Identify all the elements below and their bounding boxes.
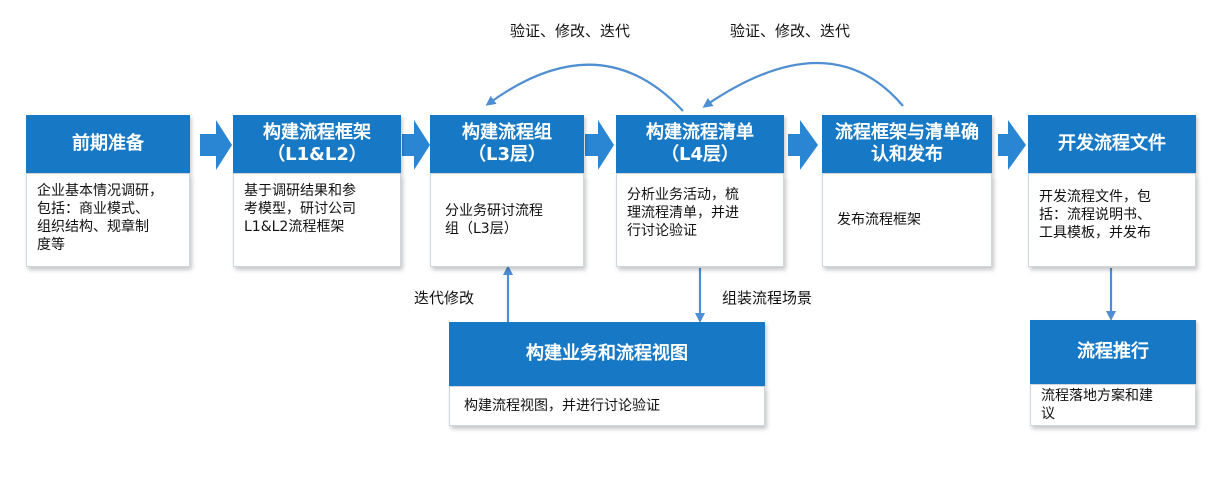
business-process-view-card: 构建业务和流程视图 构建流程视图，并进行讨论验证 bbox=[449, 322, 765, 426]
flow-arrow-5 bbox=[998, 120, 1026, 170]
view-description: 构建流程视图，并进行讨论验证 bbox=[449, 386, 765, 426]
rollout-title: 流程推行 bbox=[1030, 320, 1196, 384]
stage-card-framework: 构建流程框架 （L1&L2） 基于调研结果和参 考模型，研讨公司 L1&L2流程… bbox=[233, 115, 401, 267]
iterate-label: 迭代修改 bbox=[414, 289, 475, 307]
stage-title: 开发流程文件 bbox=[1028, 115, 1196, 173]
stage-card-confirm-publish: 流程框架与清单确 认和发布 发布流程框架 bbox=[822, 115, 992, 267]
stage-description: 分业务研讨流程 组（L3层） bbox=[430, 173, 584, 267]
stage-description: 开发流程文件，包 括：流程说明书、 工具模板，并发布 bbox=[1028, 173, 1196, 267]
stage-description: 企业基本情况调研， 包括：商业模式、 组织结构、规章制 度等 bbox=[26, 173, 190, 267]
flow-arrow-1 bbox=[200, 120, 232, 170]
flow-arrow-3 bbox=[585, 120, 614, 170]
flow-arrow-4 bbox=[788, 120, 818, 170]
stage-card-process-list: 构建流程清单 （L4层） 分析业务活动，梳 理流程清单，并进 行讨论验证 bbox=[616, 115, 784, 267]
feedback-label-2: 验证、修改、迭代 bbox=[730, 22, 851, 40]
stage-description: 分析业务活动，梳 理流程清单，并进 行讨论验证 bbox=[616, 173, 784, 267]
feedback-label-1: 验证、修改、迭代 bbox=[510, 22, 631, 40]
stage-title: 流程框架与清单确 认和发布 bbox=[822, 115, 992, 173]
feedback-arc-1 bbox=[485, 63, 684, 112]
process-rollout-card: 流程推行 流程落地方案和建 议 bbox=[1030, 320, 1196, 426]
stage-card-process-group: 构建流程组 （L3层） 分业务研讨流程 组（L3层） bbox=[430, 115, 584, 267]
stage-title: 前期准备 bbox=[26, 115, 190, 173]
view-title: 构建业务和流程视图 bbox=[449, 322, 765, 386]
feedback-arc-2 bbox=[702, 61, 904, 108]
stage-description: 基于调研结果和参 考模型，研讨公司 L1&L2流程框架 bbox=[233, 173, 401, 267]
rollout-description: 流程落地方案和建 议 bbox=[1030, 384, 1196, 426]
flow-arrow-2 bbox=[402, 120, 430, 170]
stage-title: 构建流程组 （L3层） bbox=[430, 115, 584, 173]
stage-card-preparation: 前期准备 企业基本情况调研， 包括：商业模式、 组织结构、规章制 度等 bbox=[26, 115, 190, 267]
stage-title: 构建流程框架 （L1&L2） bbox=[233, 115, 401, 173]
stage-card-develop-docs: 开发流程文件 开发流程文件，包 括：流程说明书、 工具模板，并发布 bbox=[1028, 115, 1196, 267]
assemble-label: 组装流程场景 bbox=[722, 289, 813, 307]
stage-title: 构建流程清单 （L4层） bbox=[616, 115, 784, 173]
stage-description: 发布流程框架 bbox=[822, 173, 992, 267]
